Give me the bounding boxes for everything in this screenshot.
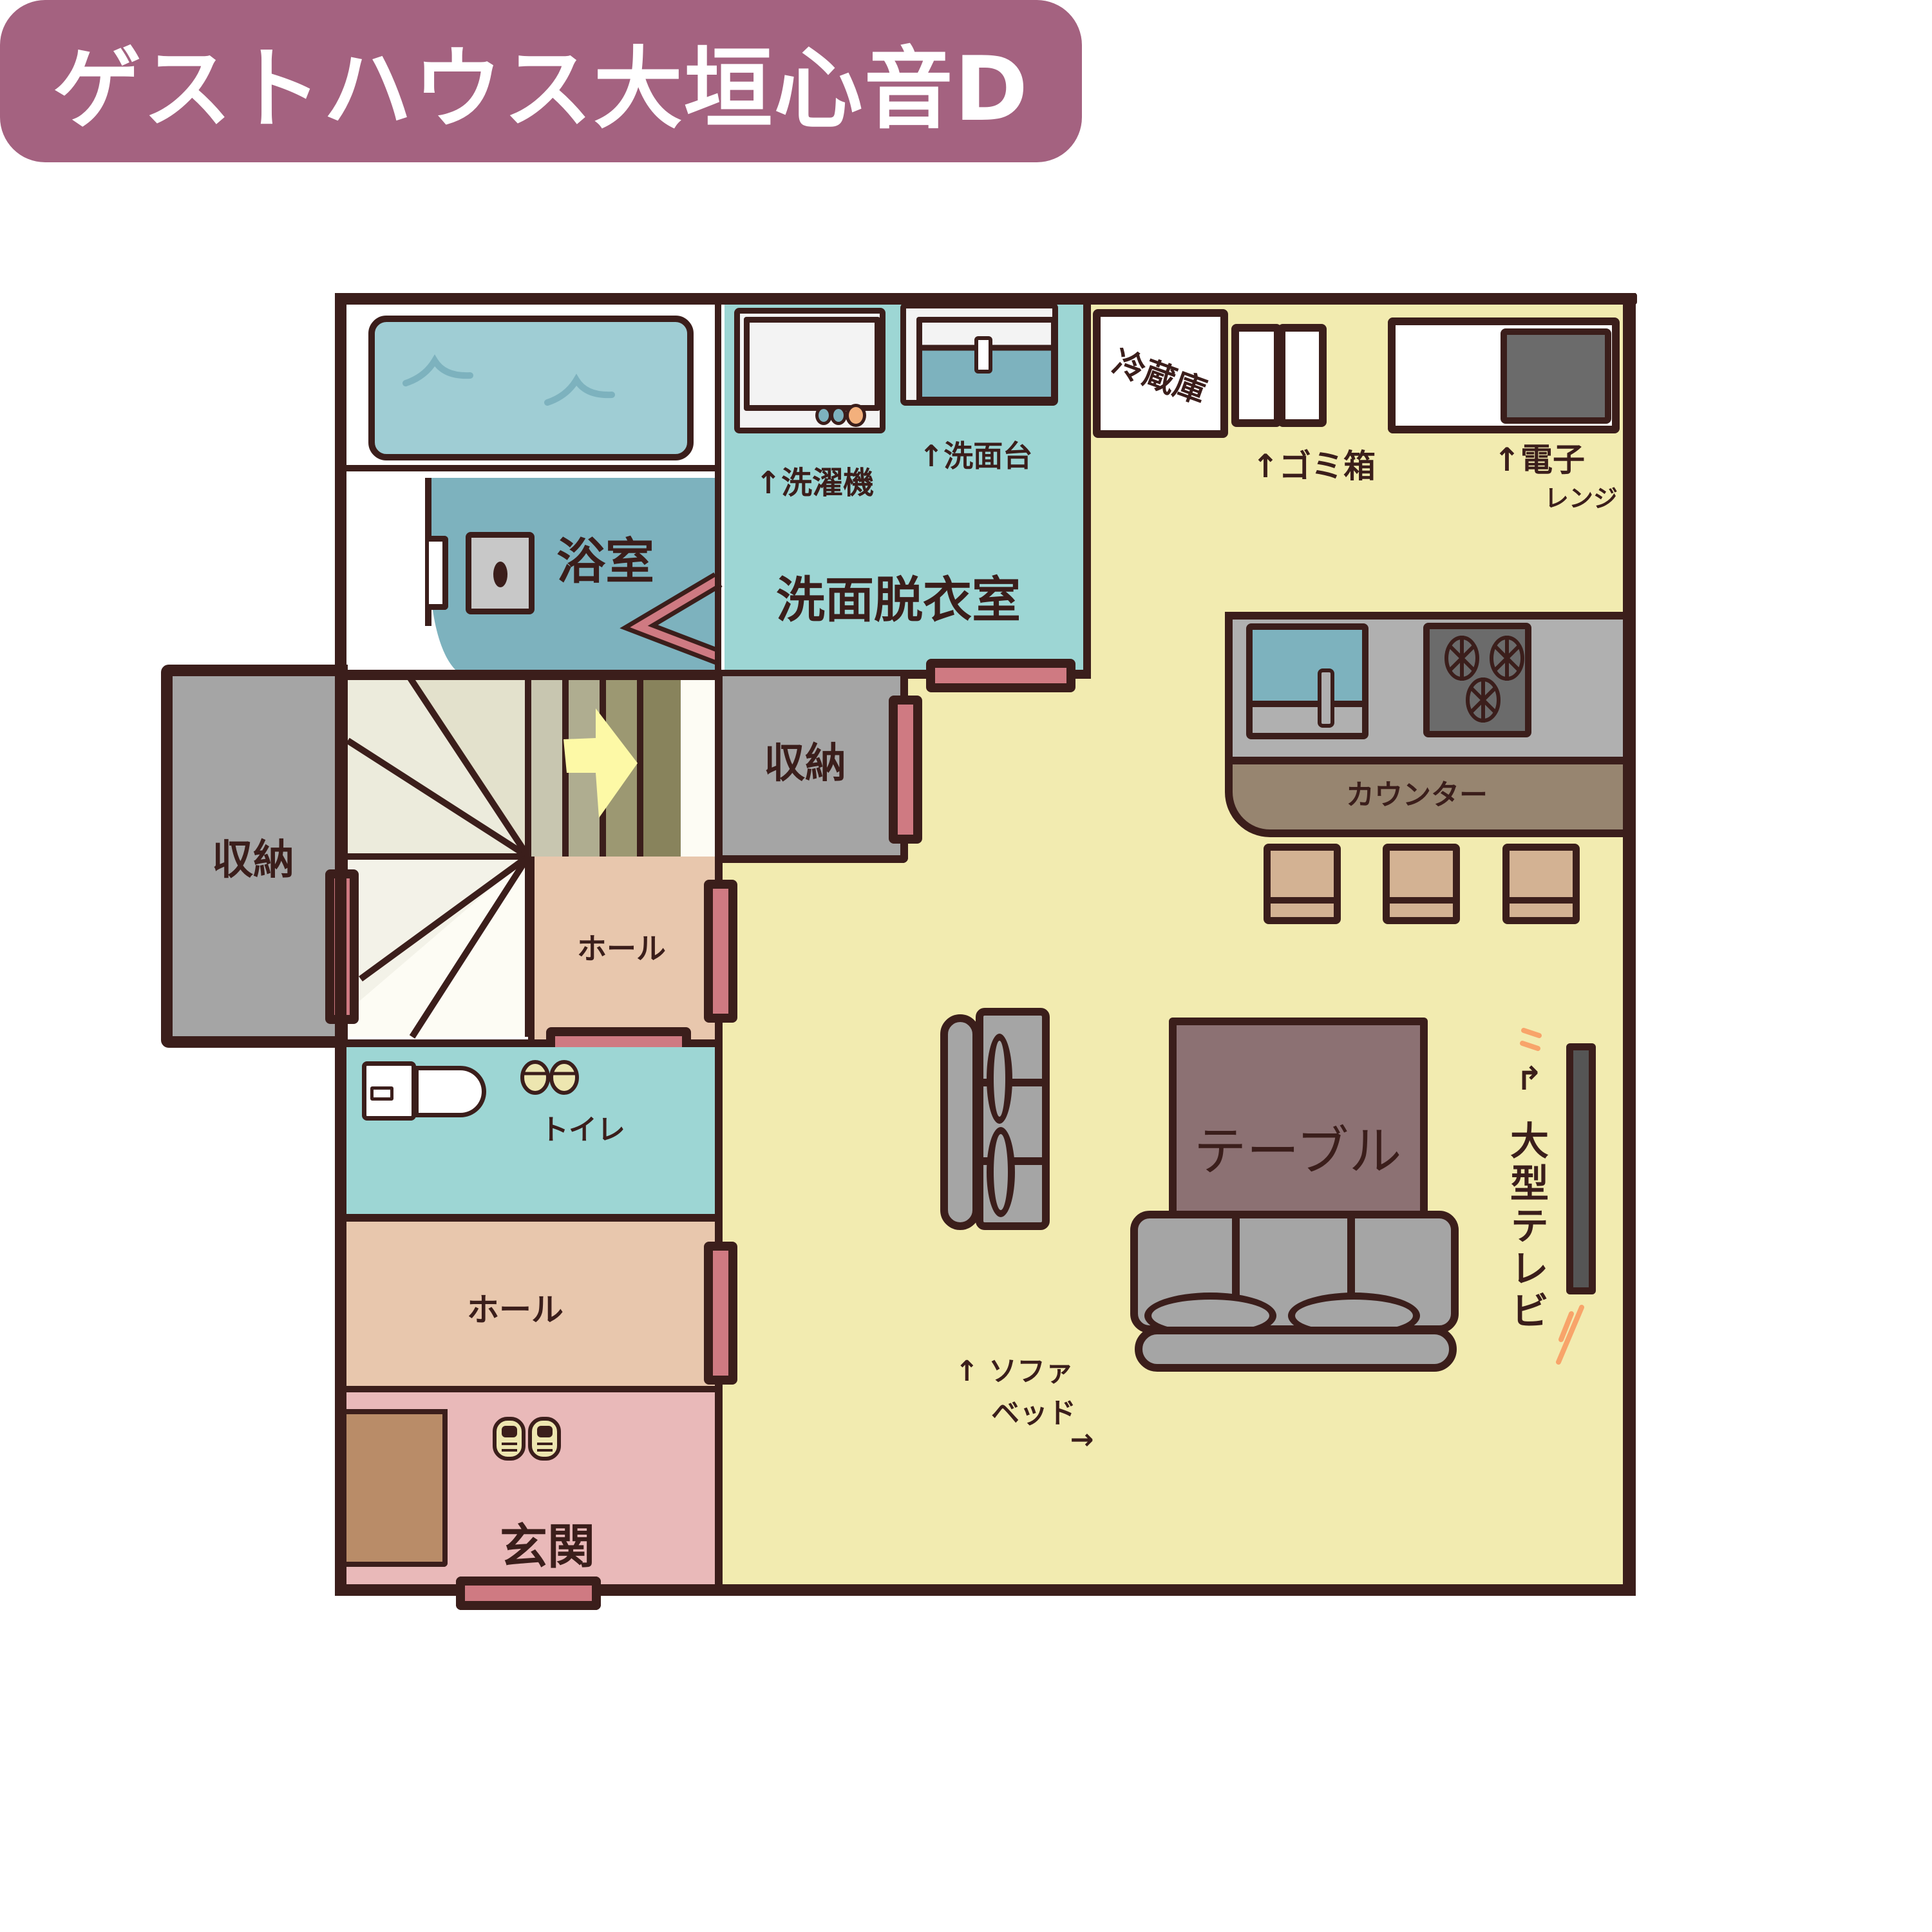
- wall-stairs-top: [335, 670, 721, 680]
- hall-upper-label: ホール: [577, 931, 666, 966]
- tv-arrow-icon: ↱: [1516, 1060, 1543, 1097]
- bathtub: [368, 316, 694, 460]
- wall-bath-wash: [715, 303, 721, 683]
- sofa-arrow-icon: →: [1070, 1423, 1094, 1456]
- burner-icon: [1444, 636, 1524, 723]
- wash-basin-label: ↑洗面台: [918, 439, 1033, 473]
- hall-upper: [528, 857, 718, 1043]
- toilet-bowl: [412, 1066, 486, 1117]
- storage-left-door[interactable]: [325, 869, 359, 1024]
- toilet-tank: [362, 1061, 416, 1121]
- bath-stool: [466, 532, 535, 614]
- shoes-icon: [493, 1417, 561, 1461]
- trash-bin-2: [1278, 324, 1327, 427]
- slippers-icon: [520, 1060, 579, 1095]
- storage-mid-label: 収納: [764, 740, 846, 788]
- bathroom-label: 浴室: [556, 533, 654, 590]
- washroom-door[interactable]: [926, 659, 1075, 692]
- bath-divider: [345, 465, 721, 471]
- trash-bin-1: [1231, 324, 1282, 427]
- stove: [1423, 623, 1531, 737]
- entrance-label: 玄関: [500, 1519, 595, 1575]
- bath-shelf: [429, 536, 448, 610]
- wall-wash-kitchen: [1083, 303, 1091, 676]
- hall-lower: [345, 1222, 715, 1386]
- stool-1: [1264, 844, 1341, 924]
- sofa-label-2: ベッド: [991, 1397, 1076, 1430]
- kitchen-sink: [1246, 623, 1368, 739]
- microwave-window: [1501, 328, 1611, 424]
- microwave-label-2: レンジ: [1544, 484, 1618, 513]
- fridge-label: 冷蔵庫: [1108, 343, 1212, 412]
- washroom-label: 洗面脱衣室: [776, 571, 1021, 629]
- table-label: テーブル: [1193, 1121, 1402, 1182]
- trash-label: ↑ゴミ箱: [1252, 448, 1376, 485]
- bath-inner-wall: [425, 478, 431, 626]
- bath-door: [620, 572, 723, 665]
- outer-wall-right: [1623, 293, 1636, 1596]
- microwave-label-1: ↑電子: [1493, 441, 1585, 478]
- entrance-door-front[interactable]: [456, 1577, 601, 1610]
- wall-toilet-bottom: [335, 1214, 721, 1222]
- toilet-label: トイレ: [540, 1113, 625, 1146]
- tv: [1566, 1043, 1596, 1294]
- outer-wall-top: [335, 293, 1637, 305]
- tv-sparkle-icon: [1520, 1028, 1584, 1365]
- outer-wall-left: [335, 293, 346, 1596]
- wall-hall-bottom: [335, 1386, 721, 1392]
- outer-wall-bottom: [335, 1584, 1636, 1596]
- washing-machine: [734, 308, 886, 433]
- washing-machine-label: ↑洗濯機: [755, 465, 875, 501]
- storage-left-label: 収納: [212, 837, 294, 884]
- fridge: 冷蔵庫: [1093, 309, 1228, 438]
- wash-basin: [900, 303, 1058, 406]
- sofa-label-1: ↑ ソファ: [954, 1355, 1074, 1388]
- hall-lower-door[interactable]: [704, 1242, 737, 1385]
- shoe-cabinet-full: [345, 1409, 448, 1567]
- counter-label: カウンター: [1346, 779, 1488, 811]
- page-title: ゲストハウス大垣心音D: [0, 0, 1082, 162]
- water-wave-icon: [402, 354, 615, 406]
- hall-upper-door[interactable]: [704, 880, 737, 1023]
- stool-2: [1383, 844, 1460, 924]
- sofa-left: [940, 1008, 1085, 1230]
- hall-lower-label: ホール: [467, 1291, 564, 1329]
- sofa-bottom: [1130, 1211, 1459, 1372]
- stool-3: [1502, 844, 1580, 924]
- tv-label: 大型テレビ: [1503, 1121, 1549, 1333]
- storage-mid-door[interactable]: [889, 696, 922, 844]
- stair-direction-arrow-icon: [564, 708, 638, 818]
- stairs-lines: [346, 674, 681, 1039]
